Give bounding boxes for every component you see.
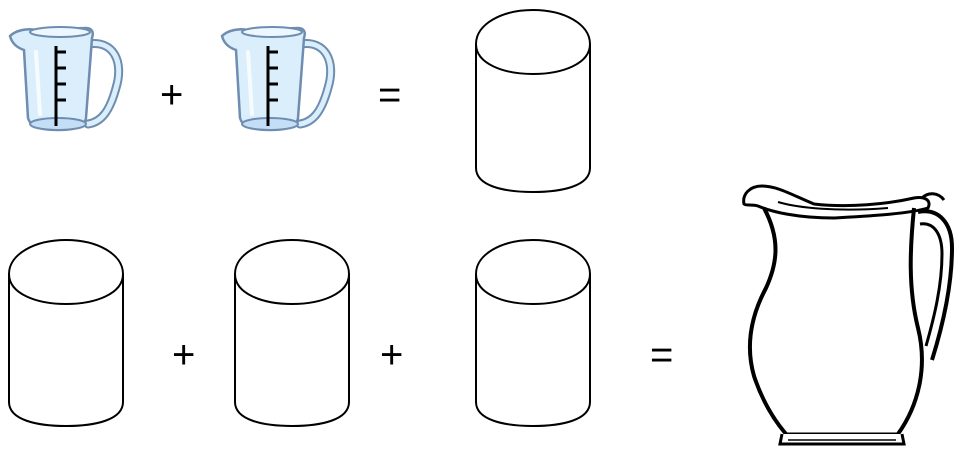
- pitcher: [738, 178, 958, 448]
- measuring-cup-icon: [218, 22, 333, 134]
- glass-icon: [474, 8, 592, 194]
- glass-row2-3: [474, 238, 592, 428]
- measuring-cup-2: [218, 22, 333, 134]
- equals-operator: =: [378, 75, 401, 115]
- glass-row2-1: [7, 238, 125, 428]
- glass-row1: [474, 8, 592, 194]
- plus-operator: +: [172, 335, 195, 375]
- measuring-cup-icon: [6, 22, 121, 134]
- glass-icon: [474, 238, 592, 428]
- glass-icon: [7, 238, 125, 428]
- equals-operator: =: [650, 335, 673, 375]
- glass-row2-2: [233, 238, 351, 428]
- glass-icon: [233, 238, 351, 428]
- measuring-cup-1: [6, 22, 121, 134]
- pitcher-icon: [738, 178, 958, 448]
- plus-operator: +: [380, 335, 403, 375]
- plus-operator: +: [160, 75, 183, 115]
